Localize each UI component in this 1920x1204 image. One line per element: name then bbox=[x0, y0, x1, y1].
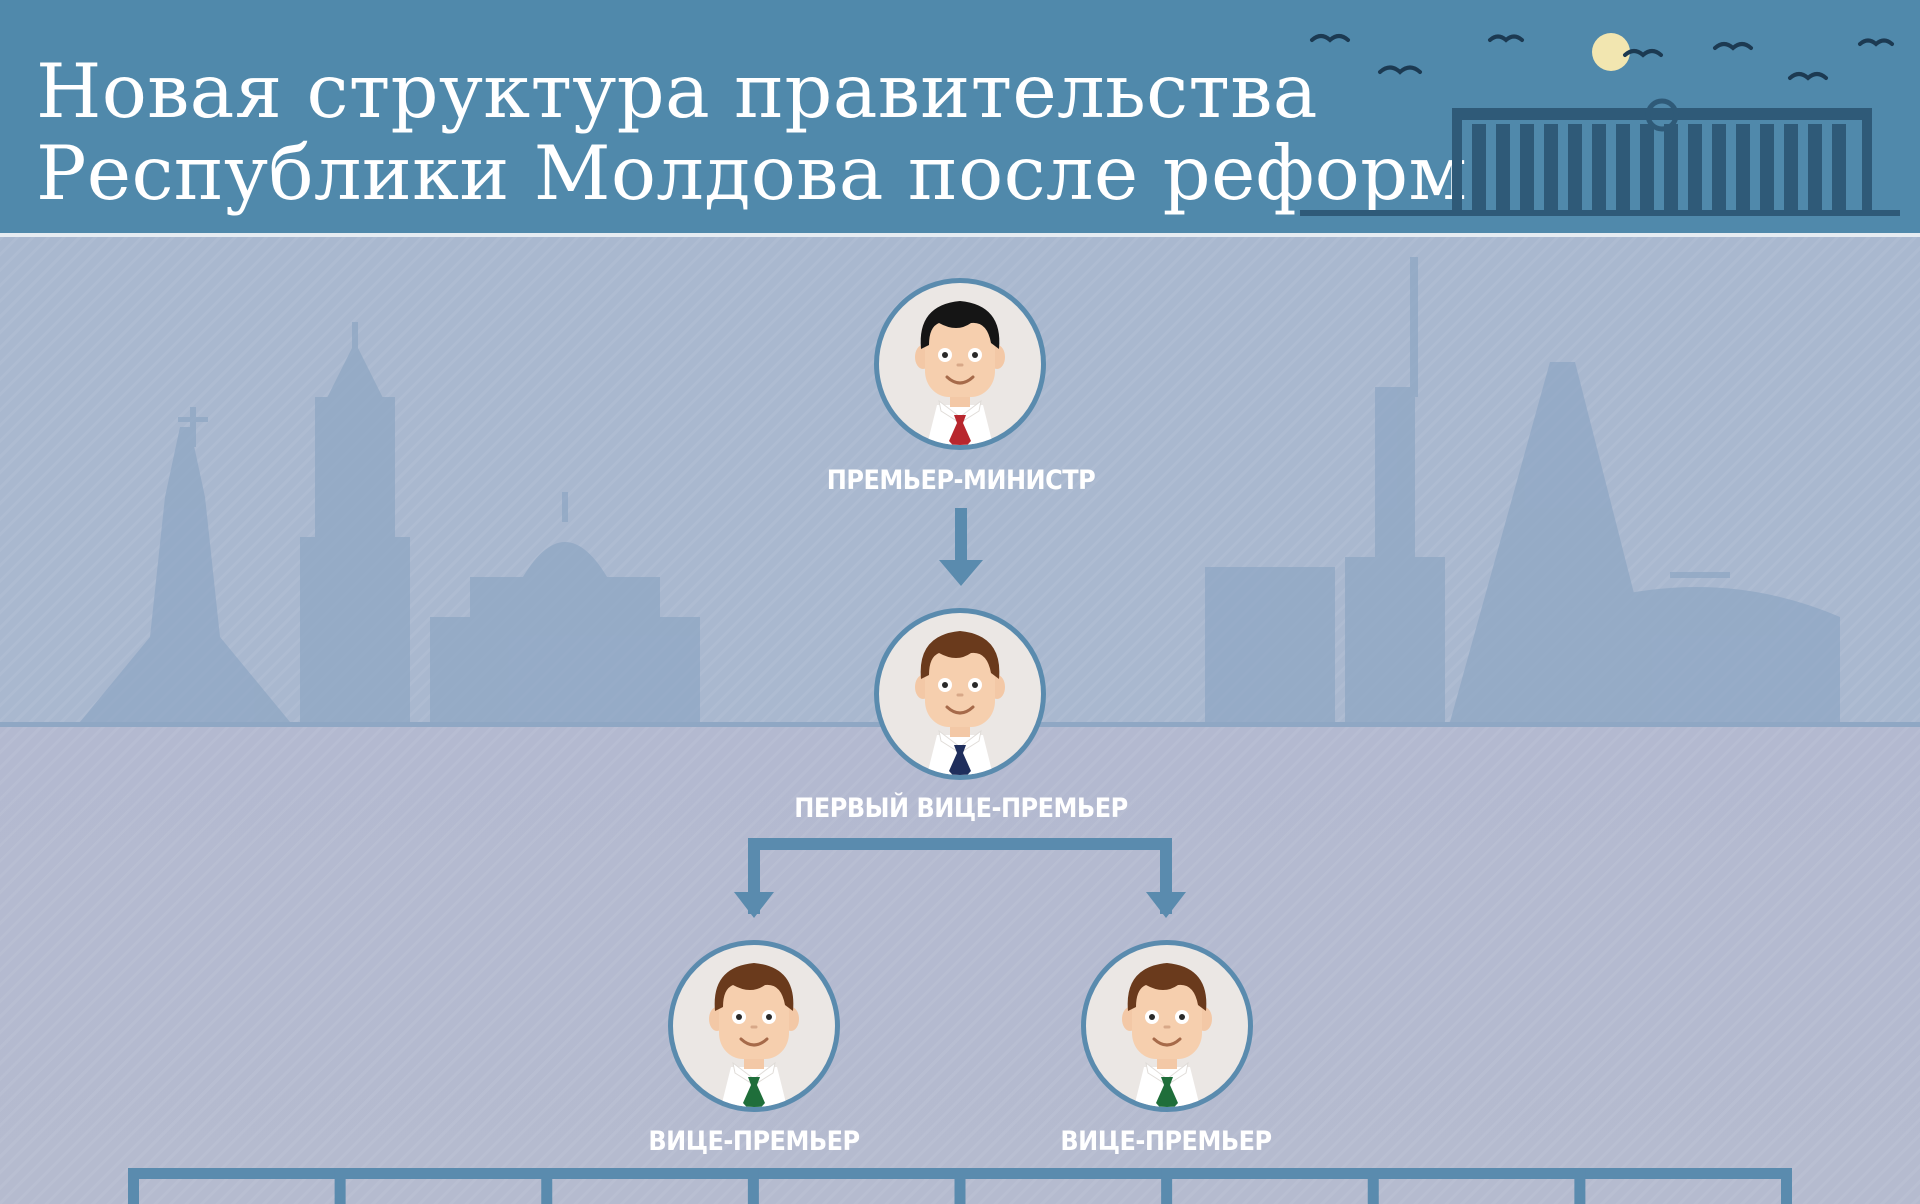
ministry-branch-line bbox=[1367, 1168, 1379, 1204]
ministry-branches bbox=[128, 1168, 1792, 1204]
first-deputy-avatar bbox=[874, 608, 1046, 780]
moon-icon bbox=[1592, 33, 1630, 71]
deputy-avatar bbox=[1081, 940, 1253, 1112]
person-avatar-icon bbox=[915, 301, 1005, 445]
birds-icon bbox=[1310, 34, 1894, 81]
prime-minister-avatar bbox=[874, 278, 1046, 450]
ministry-branch-line bbox=[541, 1168, 553, 1204]
title-line-2: Республики Молдова после реформ bbox=[36, 129, 1468, 217]
government-building-icon bbox=[1300, 33, 1900, 216]
ministry-branch-line bbox=[334, 1168, 346, 1204]
ministry-branch-line bbox=[954, 1168, 966, 1204]
ministry-branch-line bbox=[1781, 1168, 1792, 1204]
ministry-branch-line bbox=[1574, 1168, 1586, 1204]
ministry-branch-line bbox=[747, 1168, 759, 1204]
arrow-down-icon bbox=[1146, 892, 1186, 918]
person-avatar-icon bbox=[709, 963, 799, 1107]
person-avatar-icon bbox=[915, 631, 1005, 775]
deputy-label: ВИЦЕ-ПРЕМЬЕР bbox=[1060, 1125, 1272, 1157]
city-skyline-icon bbox=[80, 257, 1840, 722]
prime-minister-label: ПРЕМЬЕР-МИНИСТР bbox=[826, 464, 1096, 496]
deputy-label: ВИЦЕ-ПРЕМЬЕР bbox=[648, 1125, 860, 1157]
person-avatar-icon bbox=[1122, 963, 1212, 1107]
ministry-branch-line bbox=[128, 1168, 139, 1204]
first-deputy-label: ПЕРВЫЙ ВИЦЕ-ПРЕМЬЕР bbox=[794, 792, 1128, 824]
building-columns bbox=[1472, 124, 1846, 214]
title-line-1: Новая структура правительства bbox=[36, 47, 1318, 135]
arrow-down-icon bbox=[734, 892, 774, 918]
page-title: Новая структура правительства Республики… bbox=[36, 50, 1467, 214]
deputy-avatar bbox=[668, 940, 840, 1112]
arrow-down-icon bbox=[955, 508, 967, 566]
header-banner: Новая структура правительства Республики… bbox=[0, 0, 1920, 237]
ministry-branch-line bbox=[1161, 1168, 1173, 1204]
